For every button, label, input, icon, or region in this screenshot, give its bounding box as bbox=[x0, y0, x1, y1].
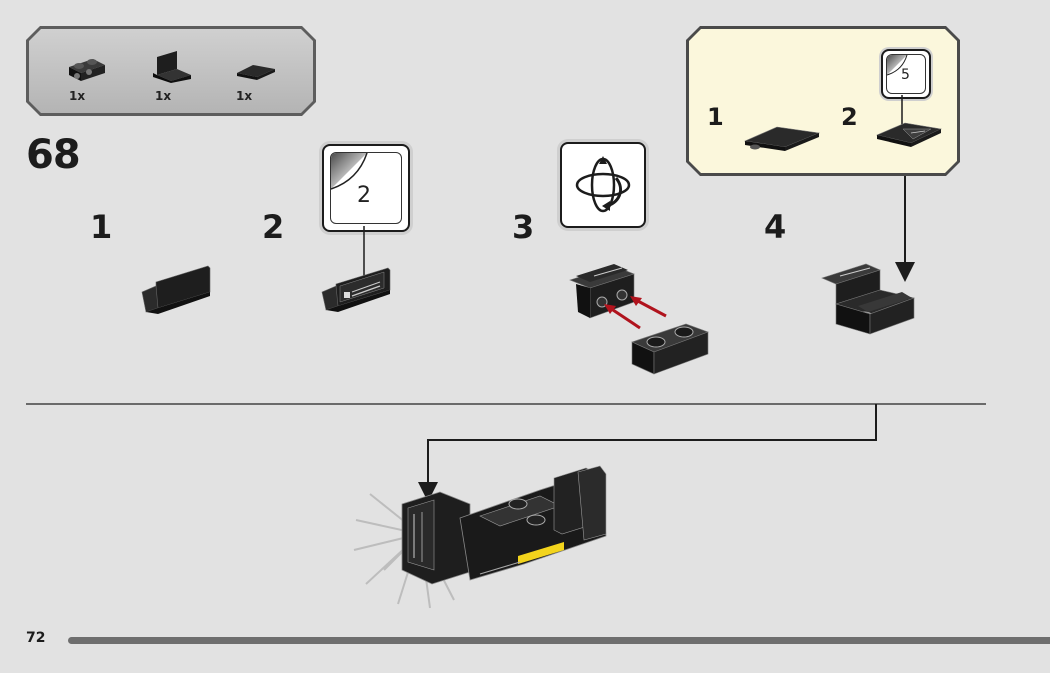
part-qty: 1x bbox=[69, 89, 86, 103]
subassembly-step-label: 2 bbox=[841, 103, 858, 131]
wedge-tile-model bbox=[743, 126, 821, 151]
attach-arrow bbox=[895, 176, 915, 282]
sticker-sheet-icon bbox=[887, 55, 908, 76]
panel-1x2-model bbox=[141, 265, 211, 314]
sticker-callout: 5 bbox=[881, 49, 931, 99]
final-assembly-model bbox=[353, 465, 607, 609]
connector-arrow bbox=[418, 404, 877, 502]
sticker-number: 2 bbox=[357, 183, 371, 208]
substep-label: 4 bbox=[764, 208, 787, 246]
subassembly-step-label: 1 bbox=[707, 103, 724, 131]
part-qty: 1x bbox=[236, 89, 253, 103]
substep-label: 2 bbox=[262, 208, 285, 246]
part-qty: 1x bbox=[155, 89, 172, 103]
subassembly-box: 1 2 5 bbox=[686, 26, 960, 176]
rotate-callout bbox=[560, 142, 646, 228]
panel-with-sticker-model bbox=[321, 226, 391, 312]
plate-1x2-icon bbox=[69, 59, 105, 81]
sticker-number: 5 bbox=[901, 67, 910, 83]
wedge-tile-icon bbox=[237, 65, 275, 80]
substep-label: 1 bbox=[90, 208, 113, 246]
bracket-assembly-model bbox=[569, 264, 709, 375]
page-progress-bar bbox=[68, 637, 1050, 644]
page-number: 72 bbox=[26, 630, 46, 646]
parts-list-box: 1x 1x 1x bbox=[26, 26, 316, 116]
sticker-callout: 2 bbox=[322, 144, 410, 232]
section-divider bbox=[26, 403, 986, 405]
sticker-sheet-icon bbox=[331, 153, 368, 190]
rotate-model-icon bbox=[575, 156, 631, 213]
substep-label: 3 bbox=[512, 208, 535, 246]
panel-1x2-icon bbox=[153, 51, 191, 83]
wedge-tile-with-sticker-model bbox=[876, 95, 943, 147]
bracket-with-wedge-model bbox=[821, 263, 916, 335]
step-number: 68 bbox=[26, 132, 81, 178]
